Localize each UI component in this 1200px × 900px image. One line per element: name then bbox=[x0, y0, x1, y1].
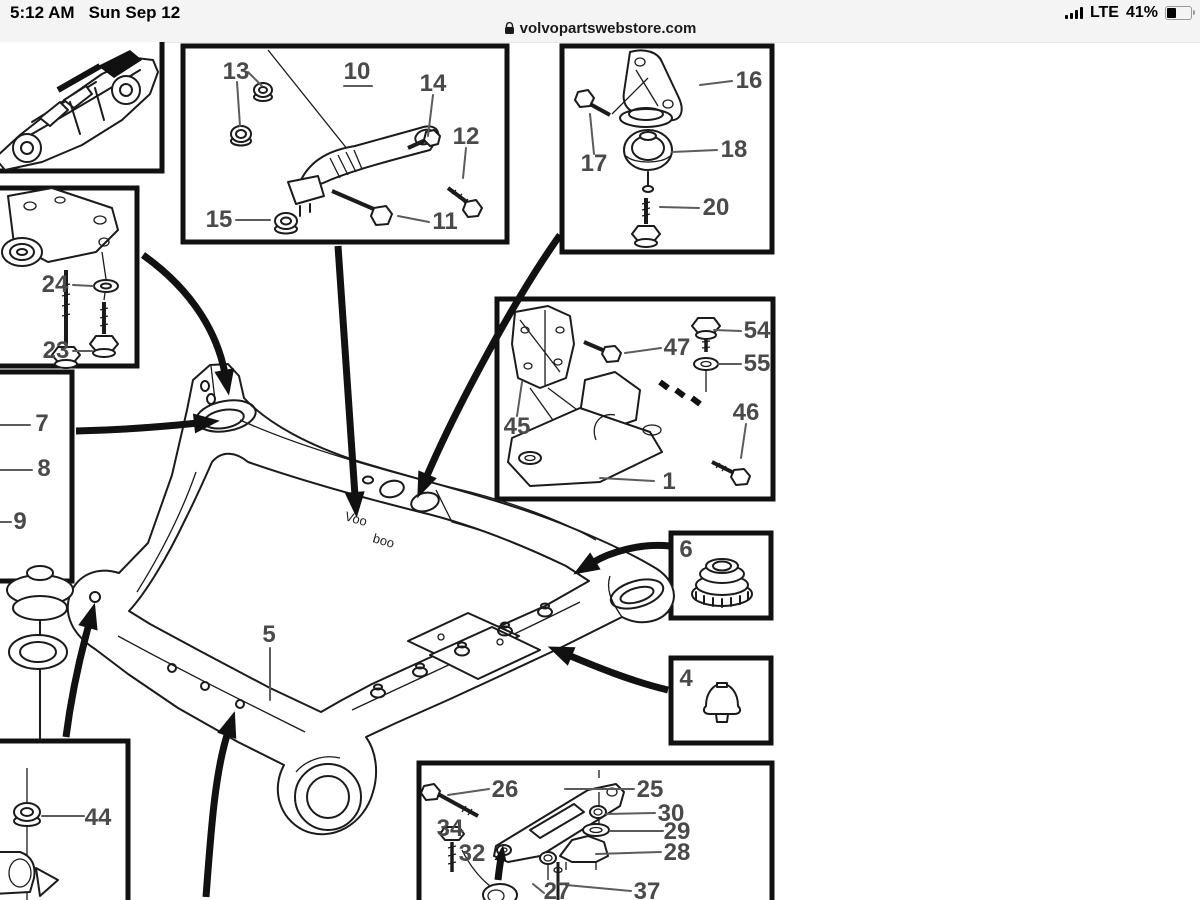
arrow-to-front-corner bbox=[140, 252, 235, 396]
callout-1: 1 bbox=[662, 468, 675, 495]
callout-17: 17 bbox=[581, 150, 608, 177]
part-upper-mount-group bbox=[574, 49, 683, 248]
callout-34: 34 bbox=[437, 815, 464, 842]
frame-stamp-1: Voo bbox=[343, 508, 369, 529]
callout-29: 29 bbox=[664, 818, 691, 845]
inset-left-edge-box bbox=[0, 369, 75, 584]
callout-15: 15 bbox=[206, 206, 233, 233]
carrier-label: LTE bbox=[1089, 4, 1119, 21]
arrow-to-frame-hole bbox=[417, 232, 563, 499]
arrow-to-frame-center bbox=[334, 245, 365, 518]
callout-11: 11 bbox=[432, 208, 457, 235]
callout-45: 45 bbox=[504, 413, 531, 440]
callout-14: 14 bbox=[420, 70, 447, 97]
part-bushing-group bbox=[691, 558, 753, 608]
status-right: LTE 41% bbox=[1064, 3, 1195, 23]
part-plug-group bbox=[702, 682, 742, 723]
callout-10: 10 bbox=[344, 58, 371, 85]
battery-icon bbox=[1165, 6, 1195, 20]
part-bracket-group bbox=[1, 187, 119, 369]
callout-6: 6 bbox=[679, 536, 692, 563]
cellular-signal-icon bbox=[1064, 7, 1083, 19]
arrow-from-bushing-box bbox=[573, 541, 671, 575]
callout-55: 55 bbox=[744, 350, 771, 377]
url-bar[interactable]: volvopartswebstore.com bbox=[0, 20, 1200, 42]
leader-lines bbox=[0, 71, 747, 894]
arrow-in-lower-box bbox=[494, 845, 507, 881]
frame-stamp-2: boo bbox=[371, 530, 396, 550]
part-torque-rod-group bbox=[230, 49, 483, 235]
date: Sun Sep 12 bbox=[88, 3, 181, 22]
callout-18: 18 bbox=[721, 136, 748, 163]
callout-32: 32 bbox=[459, 840, 486, 867]
callout-27: 27 bbox=[544, 878, 571, 900]
callout-26: 26 bbox=[492, 776, 519, 803]
callout-20: 20 bbox=[703, 194, 730, 221]
lock-icon bbox=[504, 21, 514, 34]
callout-44: 44 bbox=[85, 804, 112, 831]
arrow-to-front-leg bbox=[202, 711, 237, 898]
callout-24: 24 bbox=[42, 271, 69, 298]
car-windshield bbox=[98, 50, 142, 78]
part-lower-mount-group bbox=[420, 770, 625, 900]
callout-37: 37 bbox=[634, 878, 661, 900]
callout-47: 47 bbox=[664, 334, 691, 361]
battery-percent: 41% bbox=[1125, 4, 1158, 21]
callouts: 13 10 14 12 15 11 16 17 18 20 24 23 7 8 … bbox=[13, 58, 771, 900]
callout-9: 9 bbox=[13, 508, 26, 535]
clock: 5:12 AM bbox=[10, 3, 75, 22]
status-bar: 5:12 AM Sun Sep 12 LTE 41% bbox=[0, 0, 1200, 43]
arrow-to-left-hole bbox=[75, 413, 220, 435]
callout-13: 13 bbox=[223, 58, 250, 85]
callout-5: 5 bbox=[262, 621, 275, 648]
callout-46: 46 bbox=[733, 399, 760, 426]
callout-25: 25 bbox=[637, 776, 664, 803]
arrow-to-corner-bushing bbox=[62, 602, 98, 738]
callout-23: 23 bbox=[43, 337, 70, 364]
callout-12: 12 bbox=[453, 123, 480, 150]
frame-studs bbox=[167, 602, 553, 709]
url-text: volvopartswebstore.com bbox=[519, 20, 697, 37]
callout-30: 30 bbox=[658, 800, 685, 827]
parts-diagram: Voo boo bbox=[0, 42, 776, 900]
callout-4: 4 bbox=[679, 665, 693, 692]
part-nut-group bbox=[0, 768, 59, 900]
part-rear-mount-group bbox=[507, 305, 751, 487]
arrows bbox=[62, 232, 671, 898]
callout-54: 54 bbox=[744, 317, 771, 344]
callout-7: 7 bbox=[35, 410, 48, 437]
callout-16: 16 bbox=[736, 67, 763, 94]
arrow-from-plug-box bbox=[547, 646, 669, 694]
callout-8: 8 bbox=[37, 455, 50, 482]
car-thumbnail bbox=[0, 50, 159, 171]
status-left: 5:12 AM Sun Sep 12 bbox=[10, 3, 180, 23]
callout-28: 28 bbox=[664, 839, 691, 866]
